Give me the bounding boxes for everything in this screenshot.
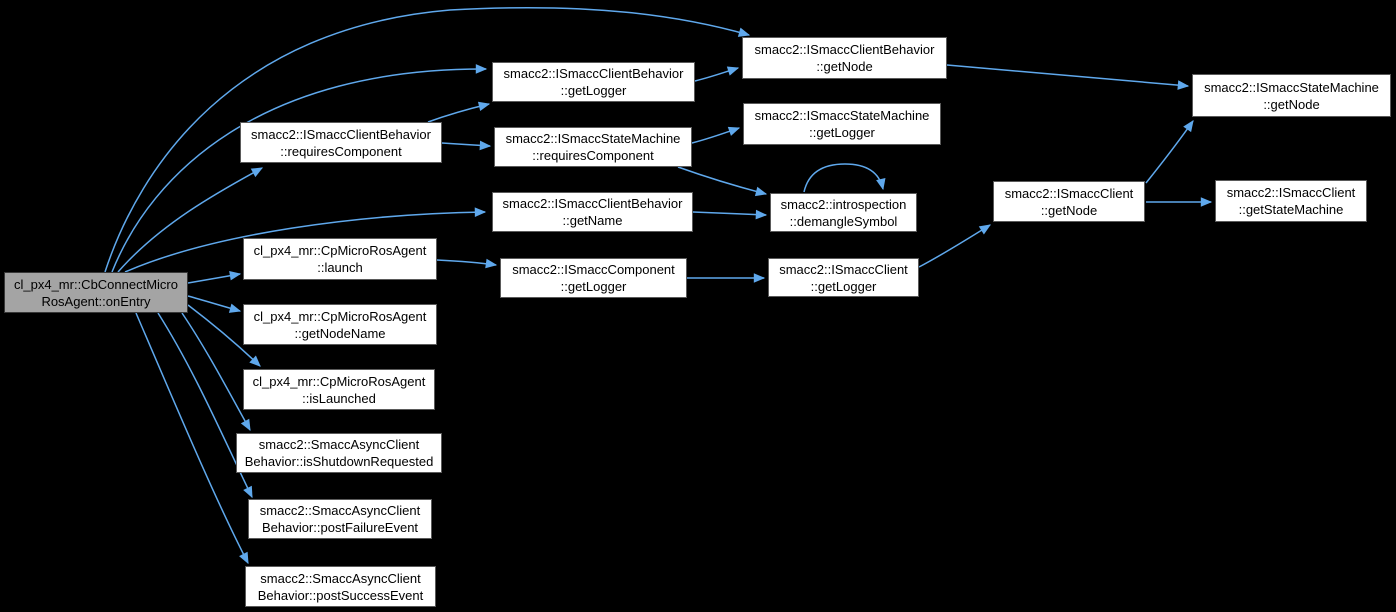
node-cpmicrorosagent-getnodename[interactable]: cl_px4_mr::CpMicroRosAgent ::getNodeName — [243, 304, 437, 345]
edge-getname-to-demanglesymbol — [692, 209, 768, 220]
edge-clientbehavior-getlogger-to-getnode — [694, 66, 740, 82]
edge-clientbehavior-getnode-to-statemachine-getnode — [946, 64, 1190, 90]
node-ismacccomponent-getlogger[interactable]: smacc2::ISmaccComponent ::getLogger — [500, 258, 687, 298]
node-cpmicrorosagent-launch[interactable]: cl_px4_mr::CpMicroRosAgent ::launch — [243, 238, 437, 280]
node-label: smacc2::ISmaccClient — [1004, 185, 1134, 201]
node-label: ::getNodeName — [294, 325, 386, 341]
node-cbconnectmicrorosagent-onentry: cl_px4_mr::CbConnectMicro RosAgent::onEn… — [4, 272, 188, 313]
edge-demanglesymbol-self-loop — [803, 163, 886, 193]
node-label: cl_px4_mr::CpMicroRosAgent — [252, 373, 426, 389]
node-ismaccclientbehavior-getname[interactable]: smacc2::ISmaccClientBehavior ::getName — [492, 192, 693, 232]
node-label: smacc2::ISmaccStateMachine — [754, 108, 930, 123]
node-smaccasyncclientbehavior-postfailureevent[interactable]: smacc2::SmaccAsyncClient Behavior::postF… — [248, 499, 432, 539]
edge-onentry-to-clientbehavior-requirescomponent — [117, 167, 264, 273]
edge-onentry-to-asyncclient-postsuccessevent — [135, 312, 249, 565]
node-ismaccclientbehavior-getlogger[interactable]: smacc2::ISmaccClientBehavior ::getLogger — [492, 62, 695, 102]
edge-onentry-to-clientbehavior-getlogger — [111, 64, 488, 273]
node-ismaccclient-getnode[interactable]: smacc2::ISmaccClient ::getNode — [993, 181, 1145, 222]
node-ismaccclient-getlogger[interactable]: smacc2::ISmaccClient ::getLogger — [768, 258, 919, 297]
edge-launch-to-component-getlogger — [436, 258, 498, 269]
node-label: smacc2::introspection — [780, 196, 907, 212]
node-label: ::getStateMachine — [1238, 202, 1344, 217]
edge-requirescomponent-to-clientbehavior-getlogger — [427, 101, 491, 123]
node-label: smacc2::ISmaccClientBehavior — [502, 196, 683, 211]
node-label: smacc2::ISmaccClientBehavior — [754, 42, 935, 57]
node-ismaccstatemachine-getlogger[interactable]: smacc2::ISmaccStateMachine ::getLogger — [743, 103, 941, 145]
node-label: cl_px4_mr::CbConnectMicro — [13, 276, 178, 292]
node-ismaccclient-getstatemachine[interactable]: smacc2::ISmaccClient ::getStateMachine — [1215, 180, 1367, 222]
node-label: smacc2::SmaccAsyncClient — [258, 437, 420, 452]
node-introspection-demanglesymbol[interactable]: smacc2::introspection ::demangleSymbol — [770, 193, 917, 232]
edge-onentry-to-clientbehavior-getnode — [104, 6, 751, 273]
edge-client-getnode-to-statemachine-getnode — [1145, 120, 1194, 184]
node-label: ::isLaunched — [302, 390, 376, 406]
node-label: smacc2::ISmaccStateMachine — [1204, 79, 1379, 95]
node-label: Behavior::postFailureEvent — [261, 520, 419, 535]
node-label: ::getNode — [816, 59, 873, 74]
node-label: ::demangleSymbol — [789, 213, 898, 229]
node-ismaccstatemachine-getnode[interactable]: smacc2::ISmaccStateMachine ::getNode — [1192, 74, 1391, 117]
node-label: smacc2::SmaccAsyncClient — [260, 570, 421, 586]
edge-client-getlogger-to-client-getnode — [918, 224, 992, 268]
edge-statemachine-requirescomponent-to-getlogger — [691, 126, 741, 144]
node-label: cl_px4_mr::CpMicroRosAgent — [253, 243, 427, 258]
edge-requirescomponent-to-statemachine-requirescomponent — [441, 140, 492, 151]
node-label: smacc2::ISmaccClient — [779, 261, 908, 277]
node-label: smacc2::ISmaccClient — [1226, 185, 1356, 200]
edge-statemachine-requirescomponent-to-demanglesymbol — [677, 166, 768, 197]
node-ismaccclientbehavior-requirescomponent[interactable]: smacc2::ISmaccClientBehavior ::requiresC… — [240, 122, 442, 163]
node-label: ::getLogger — [560, 279, 627, 294]
node-label: ::getNode — [1263, 96, 1320, 112]
edge-onentry-to-cpmicrorosagent-getnodename — [187, 295, 242, 313]
edge-onentry-to-clientbehavior-getname — [124, 207, 487, 273]
node-label: ::getLogger — [810, 278, 877, 294]
node-label: smacc2::SmaccAsyncClient — [259, 503, 421, 518]
node-label: smacc2::ISmaccStateMachine — [505, 131, 681, 146]
node-label: smacc2::ISmaccClientBehavior — [251, 126, 431, 142]
node-label: cl_px4_mr::CpMicroRosAgent — [253, 308, 427, 324]
node-ismaccstatemachine-requirescomponent[interactable]: smacc2::ISmaccStateMachine ::requiresCom… — [494, 127, 692, 167]
edge-onentry-to-cpmicrorosagent-islaunched — [187, 304, 261, 367]
node-label: ::requiresComponent — [280, 143, 402, 159]
node-label: smacc2::ISmaccComponent — [512, 262, 675, 277]
node-label: Behavior::postSuccessEvent — [257, 587, 424, 603]
edge-onentry-to-asyncclient-isshutdownrequested — [181, 312, 251, 432]
edge-onentry-to-asyncclient-postfailureevent — [157, 312, 253, 499]
node-smaccasyncclientbehavior-isshutdownrequested[interactable]: smacc2::SmaccAsyncClient Behavior::isShu… — [236, 433, 442, 473]
node-label: Behavior::isShutdownRequested — [244, 454, 434, 469]
node-label: ::getLogger — [560, 83, 627, 98]
edge-onentry-to-cpmicrorosagent-launch — [187, 270, 242, 284]
node-label: ::requiresComponent — [532, 148, 654, 163]
node-label: ::getName — [562, 213, 623, 228]
node-ismaccclientbehavior-getnode[interactable]: smacc2::ISmaccClientBehavior ::getNode — [742, 37, 947, 79]
node-label: RosAgent::onEntry — [41, 293, 151, 309]
node-smaccasyncclientbehavior-postsuccessevent[interactable]: smacc2::SmaccAsyncClient Behavior::postS… — [245, 566, 436, 607]
node-label: ::getLogger — [809, 125, 875, 140]
node-label: smacc2::ISmaccClientBehavior — [503, 66, 684, 81]
node-label: ::getNode — [1040, 202, 1098, 218]
edges — [104, 6, 1213, 565]
node-cpmicrorosagent-islaunched[interactable]: cl_px4_mr::CpMicroRosAgent ::isLaunched — [243, 369, 435, 410]
node-label: ::launch — [317, 260, 363, 275]
